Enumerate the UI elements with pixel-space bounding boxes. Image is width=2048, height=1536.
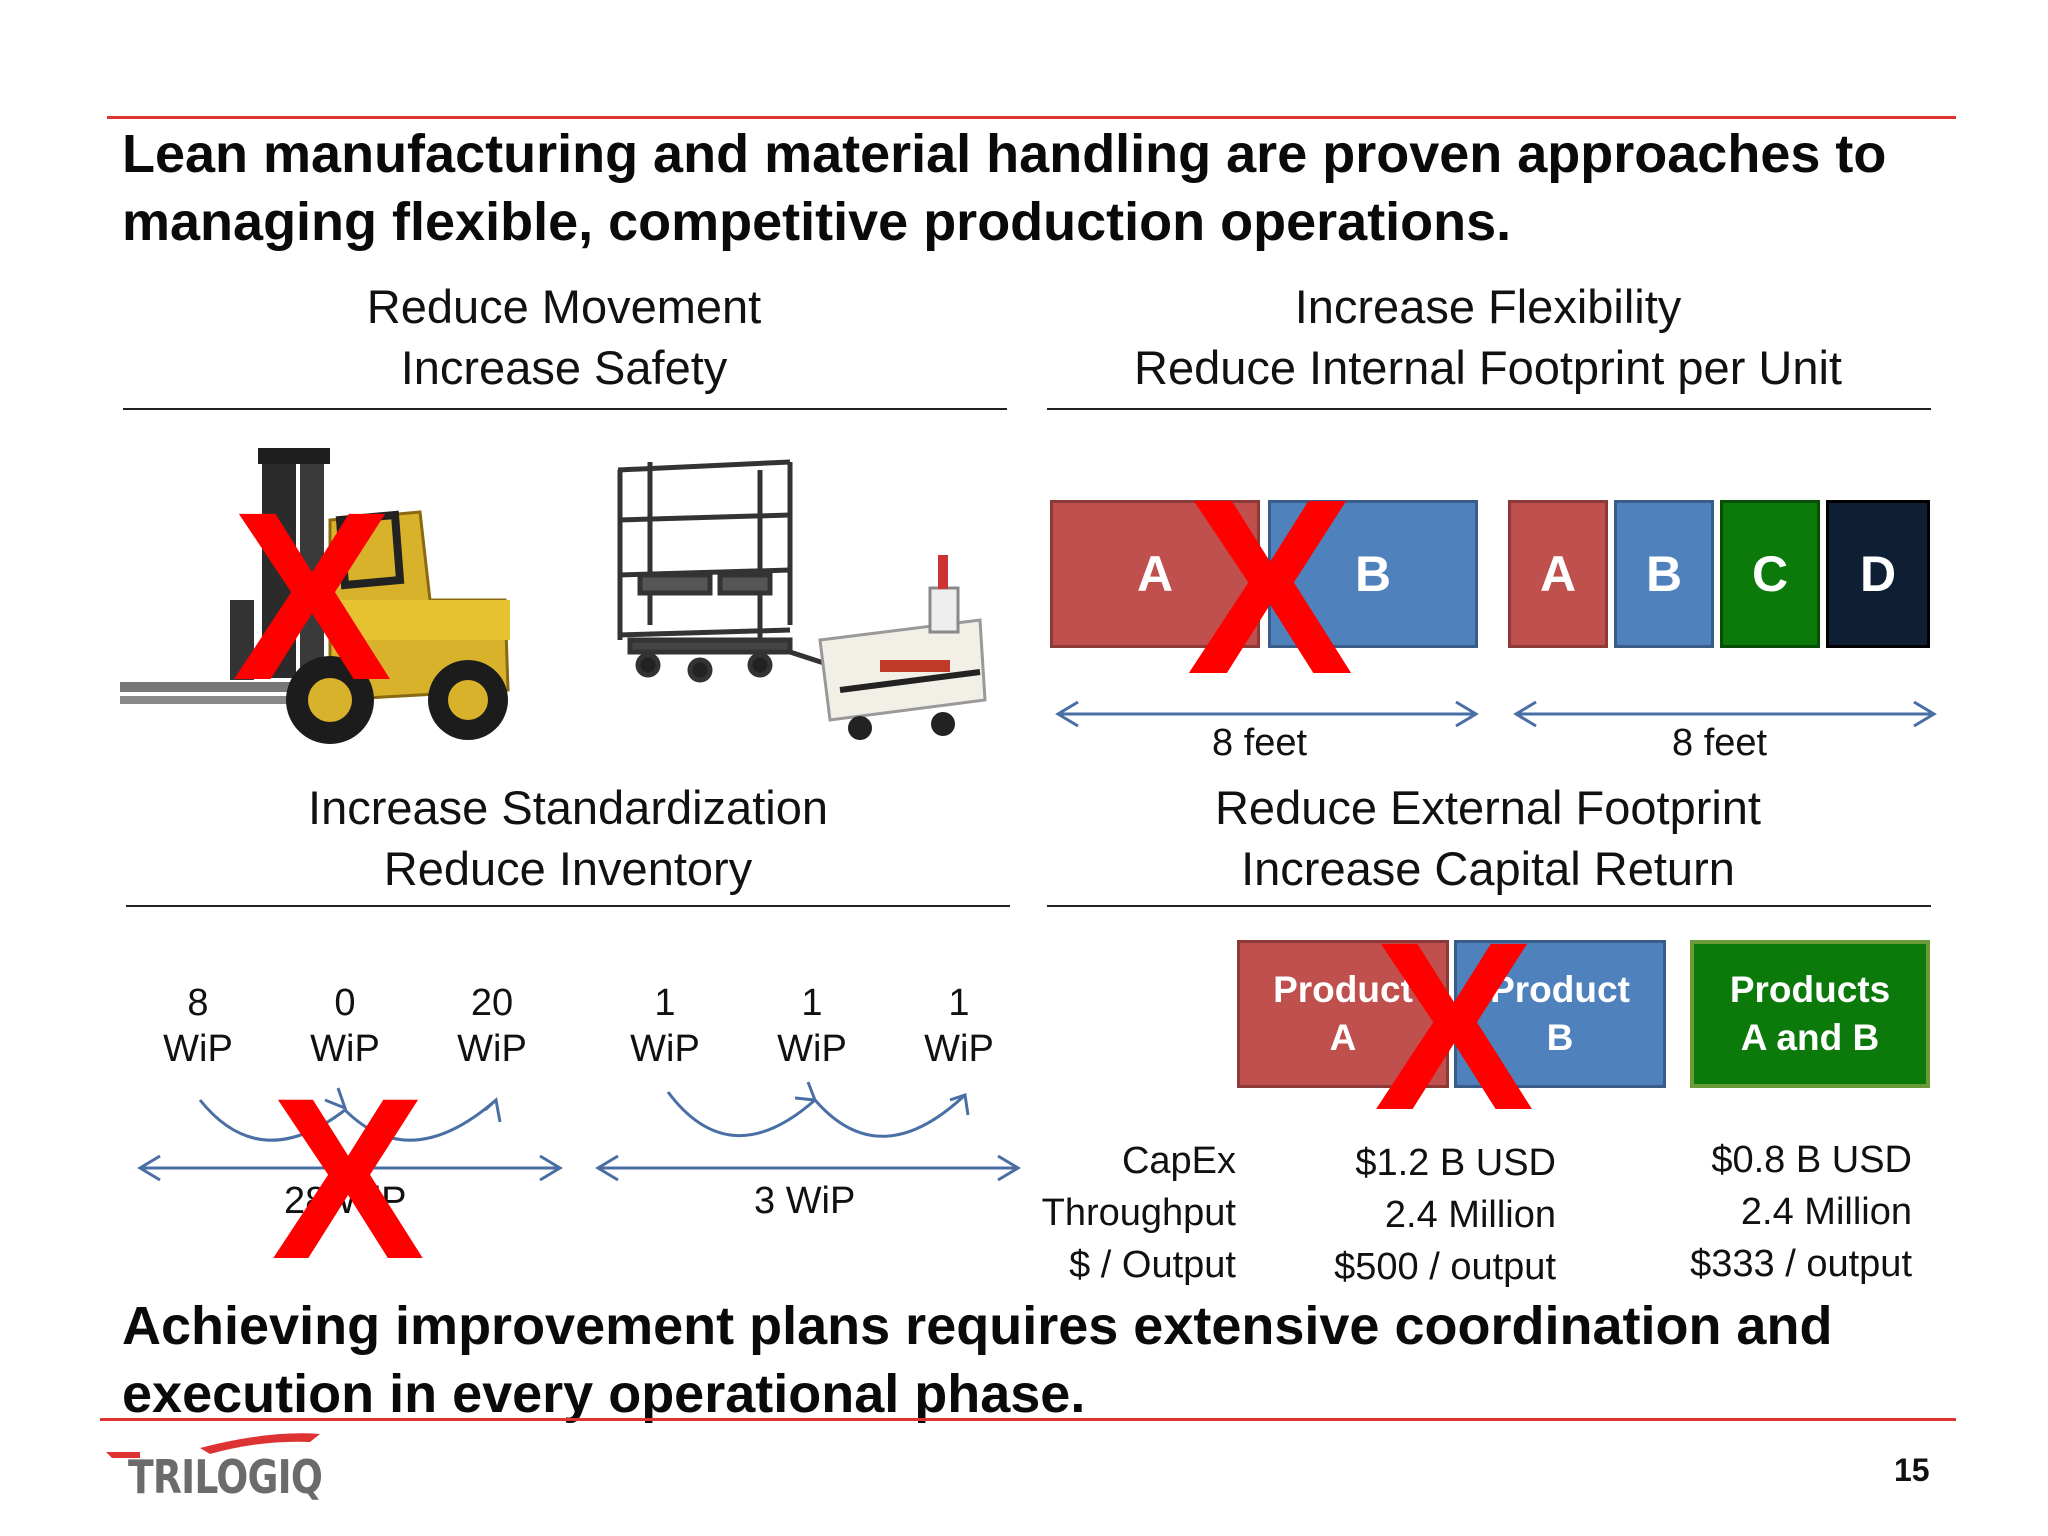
wip-span-arrow-after [595,1154,1021,1182]
flex-box-b-small: B [1614,500,1714,648]
product-a-box: Product A [1237,940,1449,1088]
section-line: Increase Flexibility [1294,280,1682,333]
wip-flow-arcs-after [666,1081,970,1138]
capex-combined-values: $0.8 B USD 2.4 Million $333 / output [1646,1134,1912,1290]
wip-unit: WiP [924,1028,994,1070]
capex-value: $0.8 B USD [1711,1139,1912,1181]
section-divider [126,905,1010,907]
width-arrow-right [1513,700,1937,728]
wip-total-before: 28 WiP [284,1180,407,1222]
section-line: Reduce Inventory [383,842,753,895]
wip-unit: WiP [163,1028,233,1070]
section-title-external: Reduce External Footprint Increase Capit… [1046,777,1930,899]
flex-box-a-large: A [1050,500,1260,648]
wip-total-after: 3 WiP [754,1180,856,1222]
tugger-cart-image [617,459,987,740]
capex-separate-values: $1.2 B USD 2.4 Million $500 / output [1290,1137,1556,1293]
width-label-right: 8 feet [1672,722,1768,764]
flex-box-c-small: C [1720,500,1820,648]
trilogiq-logo: TRILOGIQ [100,1428,340,1508]
wip-unit: WiP [630,1028,700,1070]
wip-count: 1 [948,982,970,1024]
capex-value: 2.4 Million [1740,1191,1912,1233]
capex-value: 2.4 Million [1384,1194,1556,1236]
product-a-line2: A [1329,1017,1357,1058]
product-b-line1: Product [1490,969,1630,1010]
flex-box-d-small: D [1826,500,1930,648]
wip-station: 1 WiP [904,980,1014,1072]
section-line: Increase Capital Return [1241,842,1735,895]
width-arrow-left [1055,700,1479,728]
flex-box-a-small: A [1508,500,1608,648]
capex-label: $ / Output [1069,1244,1236,1286]
wip-count: 1 [654,982,676,1024]
wip-count: 0 [334,982,356,1024]
product-b-box: Product B [1454,940,1666,1088]
section-line: Reduce Internal Footprint per Unit [1134,341,1842,394]
products-ab-box: Products A and B [1690,940,1930,1088]
wip-span-arrow-before [137,1154,563,1182]
wip-station: 1 WiP [610,980,720,1072]
section-line: Increase Safety [400,341,728,394]
x-mark-separate-products: X [1373,892,1535,1160]
logo-swoosh-icon [106,1433,320,1458]
product-b-line2: B [1546,1017,1574,1058]
wip-station: 0 WiP [290,980,400,1072]
capex-label: Throughput [1041,1192,1236,1234]
capex-value: $1.2 B USD [1355,1142,1556,1184]
capex-labels: CapEx Throughput $ / Output [1000,1135,1236,1295]
flex-box-b-large: B [1268,500,1478,648]
wip-unit: WiP [777,1028,847,1070]
capex-value: $500 / output [1334,1246,1556,1288]
capex-label: CapEx [1121,1140,1236,1182]
section-divider [1047,905,1931,907]
section-title-movement: Reduce Movement Increase Safety [122,276,1006,398]
wip-unit: WiP [310,1028,380,1070]
section-divider [123,408,1007,410]
section-line: Reduce External Footprint [1214,781,1761,834]
bottom-accent-line [100,1418,1956,1421]
product-a-line1: Product [1273,969,1413,1010]
section-title-standardization: Increase Standardization Reduce Inventor… [126,777,1010,899]
x-mark-large-boxes: X [1186,447,1354,726]
section-line: Reduce Movement [366,280,762,333]
capex-value: $333 / output [1690,1243,1912,1285]
section-divider [1047,408,1931,410]
products-ab-line2: A and B [1740,1017,1880,1058]
wip-station: 8 WiP [143,980,253,1072]
wip-station: 20 WiP [437,980,547,1072]
logo-wordmark: TRILOGIQ [128,1450,323,1504]
top-accent-line [107,116,1956,119]
wip-count: 20 [470,982,514,1024]
wip-count: 1 [801,982,823,1024]
x-mark-wip-before: X [271,1050,425,1307]
wip-count: 8 [187,982,209,1024]
top-headline: Lean manufacturing and material handling… [122,124,1887,252]
products-ab-line1: Products [1729,969,1891,1010]
capex-label-column: CapEx Throughput $ / Output [1042,1135,1236,1291]
page-number: 15 [1894,1452,1930,1488]
bottom-headline: Achieving improvement plans requires ext… [122,1296,1833,1424]
x-mark-forklift: X [231,462,393,730]
forklift-image [120,448,510,744]
width-label-left: 8 feet [1212,722,1308,764]
wip-unit: WiP [457,1028,527,1070]
wip-station: 1 WiP [757,980,867,1072]
wip-flow-arcs-before [198,1087,502,1142]
section-line: Increase Standardization [308,781,828,834]
section-title-flexibility: Increase Flexibility Reduce Internal Foo… [1046,276,1930,398]
